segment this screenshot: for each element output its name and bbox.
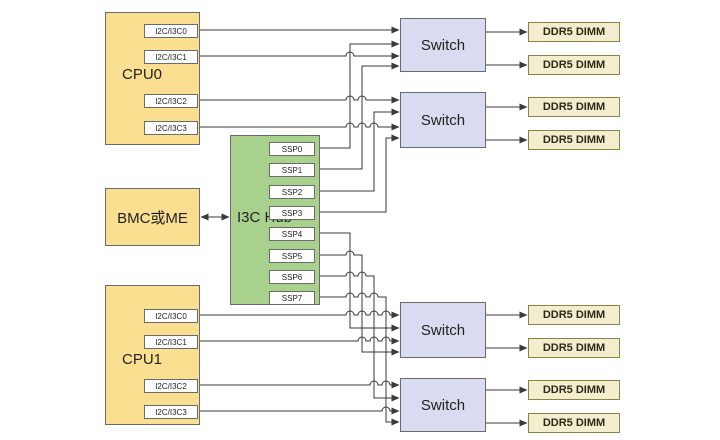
switch-2-block: Switch <box>400 92 486 148</box>
wire-ssp4-switch3 <box>320 232 400 332</box>
wire-ssp5-switch3 <box>320 250 400 356</box>
switch-2-label: Switch <box>420 111 466 129</box>
cpu0-port-i2c-i3c0: I2C/I3C0 <box>144 24 198 38</box>
cpu0-block: CPU0 I2C/I3C0 I2C/I3C1 I2C/I3C2 I2C/I3C3 <box>105 12 200 145</box>
switch-3-label: Switch <box>420 321 466 339</box>
ddr5-dimm-4: DDR5 DIMM <box>528 130 620 150</box>
wire-ssp6-switch4 <box>320 271 400 402</box>
cpu1-label: CPU1 <box>122 351 163 368</box>
cpu1-block: CPU1 I2C/I3C0 I2C/I3C1 I2C/I3C2 I2C/I3C3 <box>105 285 200 425</box>
cpu1-port-i2c-i3c0: I2C/I3C0 <box>144 309 198 323</box>
ddr5-dimm-6: DDR5 DIMM <box>528 338 620 358</box>
wire-cpu1-i3c3-switch4 <box>200 406 400 415</box>
wire-ssp1-switch1 <box>320 62 400 170</box>
wire-ssp2-switch2 <box>320 108 400 192</box>
hub-port-ssp0: SSP0 <box>269 142 315 156</box>
wire-ssp0-switch1 <box>320 40 400 149</box>
wire-cpu1-i3c0-switch3 <box>200 310 400 319</box>
ddr5-dimm-2: DDR5 DIMM <box>528 55 620 75</box>
bmc-label: BMC或ME <box>117 209 188 227</box>
switch-4-label: Switch <box>420 396 466 414</box>
hub-port-ssp5: SSP5 <box>269 249 315 263</box>
wire-cpu1-i3c1-switch3 <box>200 336 400 345</box>
ddr5-dimm-1: DDR5 DIMM <box>528 22 620 42</box>
cpu1-port-i2c-i3c3: I2C/I3C3 <box>144 405 198 419</box>
cpu0-port-i2c-i3c1: I2C/I3C1 <box>144 50 198 64</box>
wire-cpu0-i3c1-switch1 <box>200 51 400 60</box>
wire-cpu0-i3c2-switch2 <box>200 95 400 104</box>
cpu1-port-i2c-i3c2: I2C/I3C2 <box>144 379 198 393</box>
hub-port-ssp7: SSP7 <box>269 291 315 305</box>
ddr5-dimm-5: DDR5 DIMM <box>528 305 620 325</box>
wire-ssp3-switch2 <box>320 134 400 213</box>
hub-port-ssp4: SSP4 <box>269 227 315 241</box>
i3c-hub-block: I3C Hub SSP0 SSP1 SSP2 SSP3 SSP4 SSP5 SS… <box>230 135 320 305</box>
hub-port-ssp6: SSP6 <box>269 270 315 284</box>
hub-port-ssp2: SSP2 <box>269 185 315 199</box>
cpu0-port-i2c-i3c2: I2C/I3C2 <box>144 94 198 108</box>
ddr5-dimm-3: DDR5 DIMM <box>528 97 620 117</box>
ddr5-dimm-7: DDR5 DIMM <box>528 380 620 400</box>
switch-1-block: Switch <box>400 18 486 72</box>
hub-port-ssp3: SSP3 <box>269 206 315 220</box>
hub-port-ssp1: SSP1 <box>269 163 315 177</box>
switch-1-label: Switch <box>420 36 466 54</box>
ddr5-dimm-8: DDR5 DIMM <box>528 413 620 433</box>
bmc-block: BMC或ME <box>105 188 200 246</box>
cpu0-label: CPU0 <box>122 66 163 83</box>
switch-3-block: Switch <box>400 302 486 358</box>
wire-cpu1-i3c2-switch4 <box>200 380 400 389</box>
switch-4-block: Switch <box>400 378 486 432</box>
wire-ssp7-switch4 <box>320 292 400 426</box>
cpu0-port-i2c-i3c3: I2C/I3C3 <box>144 121 198 135</box>
cpu1-port-i2c-i3c1: I2C/I3C1 <box>144 335 198 349</box>
wire-cpu0-i3c3-switch2 <box>200 122 400 131</box>
